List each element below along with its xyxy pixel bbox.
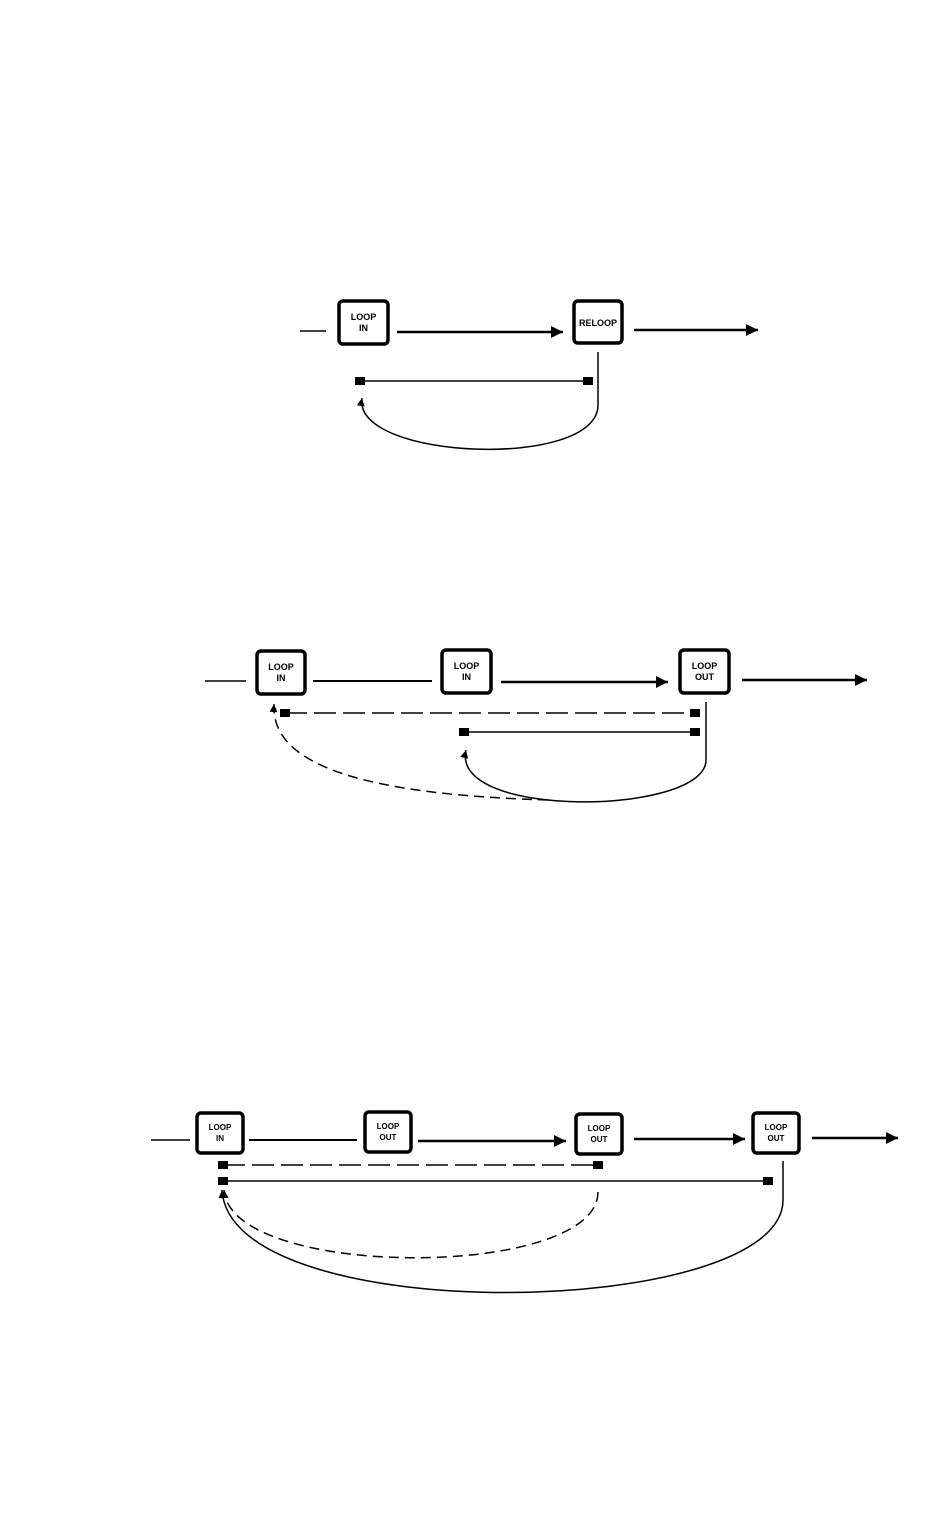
button-label-line1: LOOP <box>268 662 294 672</box>
button-label-line2: OUT <box>380 1133 397 1142</box>
loop-in-button[interactable]: LOOP IN <box>197 1113 243 1153</box>
button-label-line2: IN <box>462 672 471 682</box>
button-label-line1: LOOP <box>209 1123 232 1132</box>
button-label-line2: IN <box>216 1134 224 1143</box>
reloop-button[interactable]: RELOOP <box>574 301 622 343</box>
button-label-line2: OUT <box>695 672 715 682</box>
button-label-line2: OUT <box>768 1134 785 1143</box>
loop-in-button-second[interactable]: LOOP IN <box>442 650 491 693</box>
new-loop-end-marker <box>690 728 700 736</box>
first-return-curve-dashed <box>224 1190 598 1258</box>
button-label-line2: OUT <box>591 1135 608 1144</box>
button-label-line1: LOOP <box>692 661 718 671</box>
diagram-2-loop-in-reset: LOOP IN LOOP IN LOOP OUT <box>205 650 867 802</box>
diagram-1-reloop: LOOP IN RELOOP <box>300 301 758 449</box>
loop-in-button-first[interactable]: LOOP IN <box>257 651 305 694</box>
button-label-line1: LOOP <box>588 1124 611 1133</box>
loop-out-button[interactable]: LOOP OUT <box>680 650 729 693</box>
button-label: RELOOP <box>579 318 617 328</box>
loop-out-button-third[interactable]: LOOP OUT <box>753 1113 799 1153</box>
loop-start-marker <box>355 377 365 385</box>
original-loop-start-marker <box>280 709 290 717</box>
new-loop-start-marker <box>459 728 469 736</box>
first-loop-start-marker <box>218 1161 228 1169</box>
original-return-curve-dashed <box>274 704 548 800</box>
original-loop-end-marker <box>690 709 700 717</box>
button-label-line2: IN <box>277 673 286 683</box>
loop-in-button[interactable]: LOOP IN <box>339 301 388 344</box>
new-return-curve <box>465 702 706 802</box>
return-curve <box>362 352 598 449</box>
extended-loop-end-marker <box>763 1177 773 1185</box>
extended-loop-start-marker <box>218 1177 228 1185</box>
button-label-line1: LOOP <box>454 661 480 671</box>
button-label-line2: IN <box>359 323 368 333</box>
button-label-line1: LOOP <box>377 1122 400 1131</box>
loop-out-button-second[interactable]: LOOP OUT <box>576 1114 622 1154</box>
loop-end-marker <box>583 377 593 385</box>
diagram-3-loop-out-extend: LOOP IN LOOP OUT LOOP OUT LOOP OUT <box>151 1112 898 1293</box>
button-label-line1: LOOP <box>351 312 377 322</box>
loop-out-button-first[interactable]: LOOP OUT <box>365 1112 411 1152</box>
first-loop-end-marker <box>593 1161 603 1169</box>
button-label-line1: LOOP <box>765 1123 788 1132</box>
